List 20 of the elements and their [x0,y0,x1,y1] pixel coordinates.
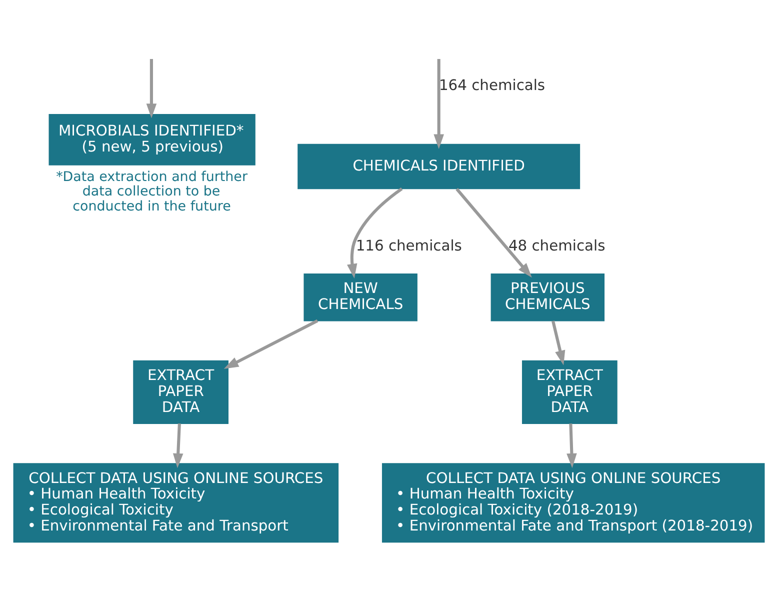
arrow [455,187,532,278]
node-label: *Data extraction and further data collection to be conducted in the future [56,169,247,214]
arrow [146,58,156,118]
arrow [566,422,576,468]
edge-label: 116 chemicals [355,236,462,254]
node-box: CHEMICALS IDENTIFIED [297,143,580,189]
arrow [172,422,183,468]
node-box: COLLECT DATA USING ONLINE SOURCES • Human Health Toxicity • Ecological Toxicity (2018-2019) • Environmental Fate and Transport (2018-2019) [381,462,764,542]
arrow [223,318,318,368]
node-box: COLLECT DATA USING ONLINE SOURCES • Human Health Toxicity • Ecological Toxicity • Environmental Fate and Transport [12,462,338,542]
arrow [433,58,444,148]
node-box: EXTRACT PAPER DATA [521,360,617,424]
node-box: MICROBIALS IDENTIFIED* (5 new, 5 previous) [48,113,255,165]
node-box: PREVIOUS CHEMICALS [490,273,604,321]
arrow [346,187,402,278]
edge-label: 48 chemicals [508,236,605,254]
node-box: NEW CHEMICALS [303,273,417,321]
edge-label: 164 chemicals [438,76,545,94]
arrow [551,320,565,365]
node-box: EXTRACT PAPER DATA [132,360,228,424]
